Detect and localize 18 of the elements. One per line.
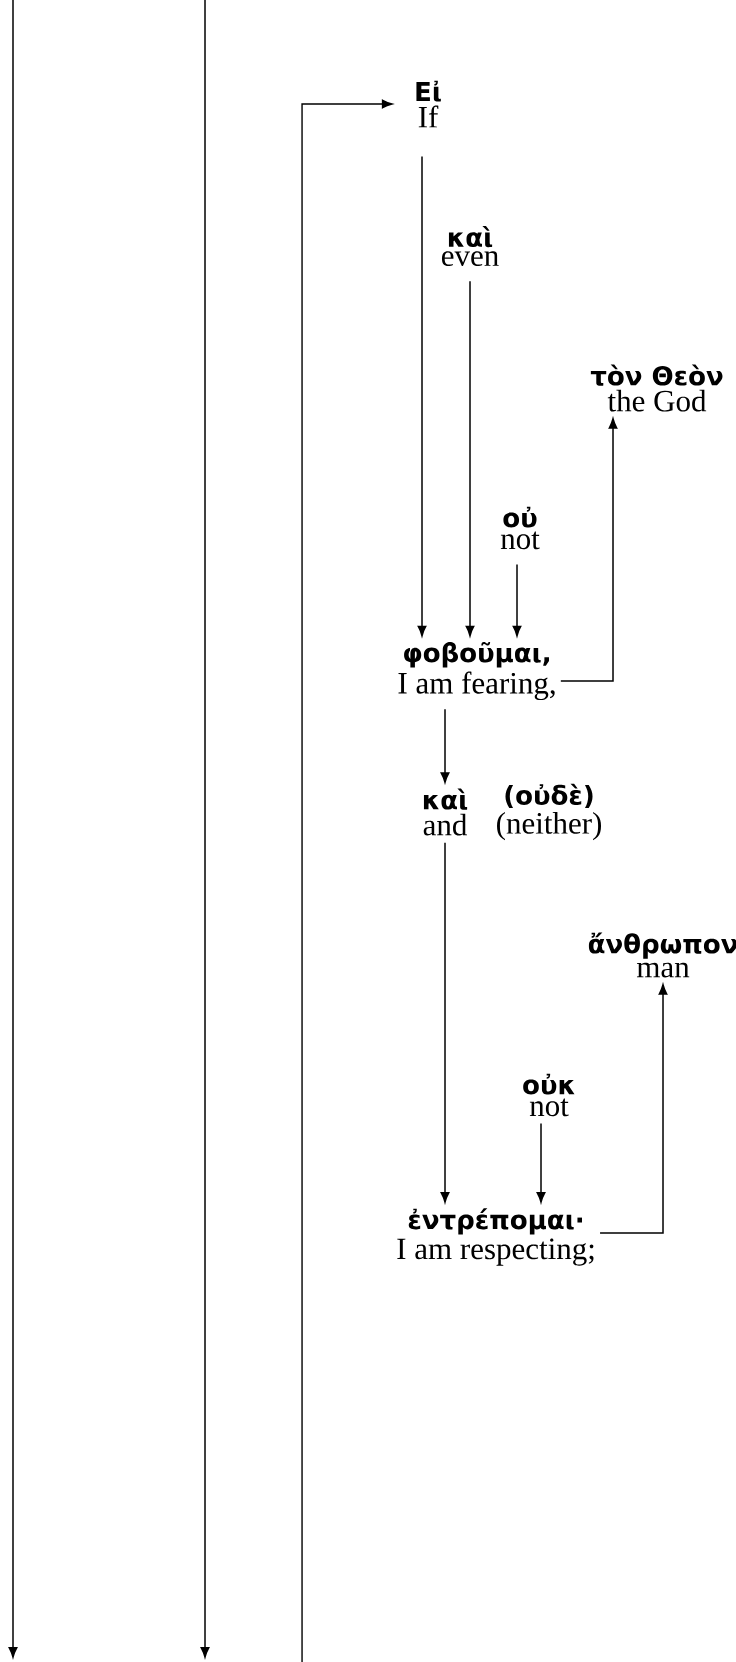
arrow <box>417 155 427 637</box>
arrow <box>536 1122 546 1203</box>
word-with-gloss: ἐντρέπομαι· I am respecting; <box>397 1208 594 1266</box>
word-with-gloss: Εἰ If <box>416 80 441 128</box>
word-with-gloss: οὐ not <box>500 506 540 550</box>
word-with-gloss: καὶ and <box>423 788 468 836</box>
arrow <box>599 984 668 1234</box>
word-with-gloss: οὐκ not <box>523 1073 575 1117</box>
arrow <box>440 708 450 783</box>
word-with-gloss: (οὐδὲ) (neither) <box>497 783 601 841</box>
arrow <box>465 280 475 637</box>
arrow <box>512 563 522 637</box>
arrow <box>440 842 450 1203</box>
word-with-gloss: καὶ even <box>441 225 499 267</box>
arrow <box>301 99 393 1662</box>
word-with-gloss: φοβοῦμαι, I am fearing, <box>398 641 555 701</box>
word-with-gloss: τὸν Θεὸν the God <box>590 364 723 412</box>
arrow <box>560 418 618 682</box>
